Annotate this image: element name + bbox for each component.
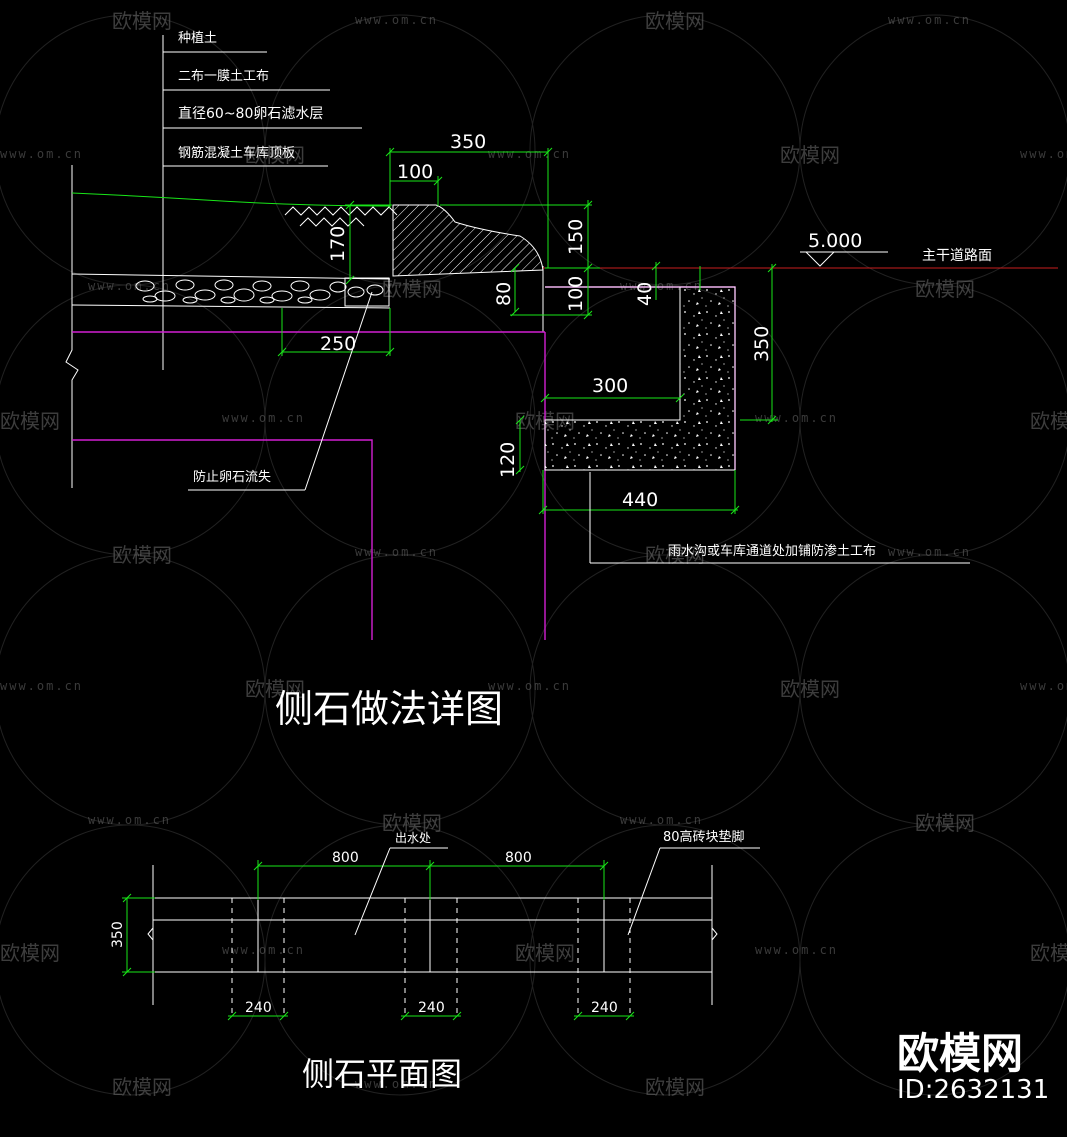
- dim-250: 250: [320, 333, 356, 355]
- watermark-url: www.om.cn: [488, 679, 571, 693]
- dim-80: 80: [493, 282, 515, 306]
- section-view: 种植土 二布一膜土工布 直径60~80卵石滤水层 钢筋混凝土车库顶板: [65, 31, 1058, 731]
- callout-planting-soil: 种植土: [178, 31, 217, 46]
- watermark-logo: 欧模网: [1030, 409, 1067, 433]
- dim-150: 150: [565, 219, 587, 255]
- plan-dim-240-3: 240: [591, 1000, 618, 1016]
- watermark-url: www.om.cn: [488, 147, 571, 161]
- watermark-logo: 欧模网: [645, 9, 705, 33]
- break-line-left: [65, 165, 79, 488]
- callout-pebble-layer: 直径60~80卵石滤水层: [178, 105, 323, 122]
- plan-dim-800-right: 800: [505, 850, 532, 866]
- watermark-logo: 欧模网: [0, 409, 60, 433]
- watermark-logo: 欧模网: [0, 941, 60, 965]
- watermark-url: www.om.cn: [620, 813, 703, 827]
- soil-hatch: [299, 217, 365, 227]
- dim-100-right: 100: [565, 276, 587, 312]
- plan-view-title: 侧石平面图: [302, 1055, 462, 1093]
- watermark-url: www.om.cn: [355, 13, 438, 27]
- watermark-url: www.om.cn: [0, 147, 83, 161]
- watermark-logo: 欧模网: [245, 143, 305, 167]
- callout-leaders: [162, 35, 362, 370]
- watermark-url: www.om.cn: [222, 411, 305, 425]
- plan-view: 800 800 350 240 240 240 出水处 80高砖块垫脚 侧石平面…: [110, 829, 760, 1093]
- watermark-url: www.om.cn: [355, 545, 438, 559]
- curb-stone: [392, 204, 544, 277]
- watermark-url: www.om.cn: [88, 813, 171, 827]
- label-brick-pad: 80高砖块垫脚: [663, 829, 745, 845]
- dim-100-top: 100: [397, 161, 433, 183]
- dim-120: 120: [497, 442, 519, 478]
- plan-dimension-lines: [122, 860, 635, 1021]
- drain-channel-concrete: [544, 286, 736, 471]
- watermark-url: www.om.cn: [1020, 679, 1067, 693]
- watermark-logo: 欧模网: [515, 941, 575, 965]
- watermark-logo: 欧模网: [915, 811, 975, 835]
- plan-dim-350: 350: [110, 921, 126, 948]
- brand-logo-text: 欧模网: [897, 1029, 1023, 1078]
- watermark-url: www.om.cn: [0, 679, 83, 693]
- watermark-logo: 欧模网: [915, 277, 975, 301]
- dim-170: 170: [327, 226, 349, 262]
- soil-hatch: [284, 206, 398, 216]
- watermark-logo: 欧模网: [780, 677, 840, 701]
- dim-300: 300: [592, 375, 628, 397]
- watermark-url: www.om.cn: [888, 13, 971, 27]
- plan-dim-240-2: 240: [418, 1000, 445, 1016]
- watermark-logo: 欧模网: [382, 277, 442, 301]
- dim-40: 40: [634, 282, 656, 306]
- note-leaders: [188, 291, 970, 564]
- dim-440: 440: [622, 489, 658, 511]
- dimension-lines: [277, 147, 778, 515]
- watermark-url: www.om.cn: [1020, 147, 1067, 161]
- section-view-title: 侧石做法详图: [275, 687, 503, 731]
- watermark-url: www.om.cn: [755, 411, 838, 425]
- callout-roof-slab: 钢筋混凝土车库顶板: [178, 145, 295, 161]
- watermark-logo: 欧模网: [112, 9, 172, 33]
- pebble-layer: [71, 273, 391, 309]
- note-prevent-pebble-loss: 防止卵石流失: [193, 469, 271, 485]
- plan-dim-240-1: 240: [245, 1000, 272, 1016]
- road-label: 主干道路面: [922, 248, 992, 264]
- watermark-logo: 欧模网: [780, 143, 840, 167]
- note-impermeable-geotextile: 雨水沟或车库通道处加铺防渗土工布: [668, 543, 876, 559]
- label-water-outlet: 出水处: [395, 831, 431, 845]
- watermark-logo: 欧模网: [112, 1075, 172, 1099]
- watermark-layer: 欧模网 欧模网 欧模网 欧模网 欧模网 欧模网 欧模网 欧模网 欧模网 欧模网 …: [0, 9, 1067, 1099]
- watermark-urls: www.om.cn www.om.cn www.om.cn www.om.cn …: [0, 13, 1067, 1091]
- watermark-url: www.om.cn: [88, 279, 171, 293]
- ground-surface-line: [71, 192, 391, 207]
- elevation-value: 5.000: [808, 230, 862, 252]
- watermark-url: www.om.cn: [355, 1077, 438, 1091]
- dim-350-right: 350: [751, 326, 773, 362]
- watermark-logo: 欧模网: [245, 677, 305, 701]
- watermark-url: www.om.cn: [222, 943, 305, 957]
- watermark-logo: 欧模网: [112, 543, 172, 567]
- watermark-url: www.om.cn: [888, 545, 971, 559]
- dim-350-top: 350: [450, 131, 486, 153]
- plan-outline: [147, 865, 718, 1005]
- brand-stamp: 欧模网 ID:2632131: [897, 1029, 1049, 1105]
- watermark-logo: 欧模网: [382, 811, 442, 835]
- plan-dim-800-left: 800: [332, 850, 359, 866]
- brand-id: ID:2632131: [897, 1075, 1049, 1105]
- elevation-marker: 5.000: [800, 230, 888, 267]
- watermark-url: www.om.cn: [755, 943, 838, 957]
- watermark-logo: 欧模网: [645, 1075, 705, 1099]
- watermark-logo: 欧模网: [1030, 941, 1067, 965]
- callout-geotextile: 二布一膜土工布: [178, 69, 269, 84]
- plan-leaders: [354, 847, 760, 936]
